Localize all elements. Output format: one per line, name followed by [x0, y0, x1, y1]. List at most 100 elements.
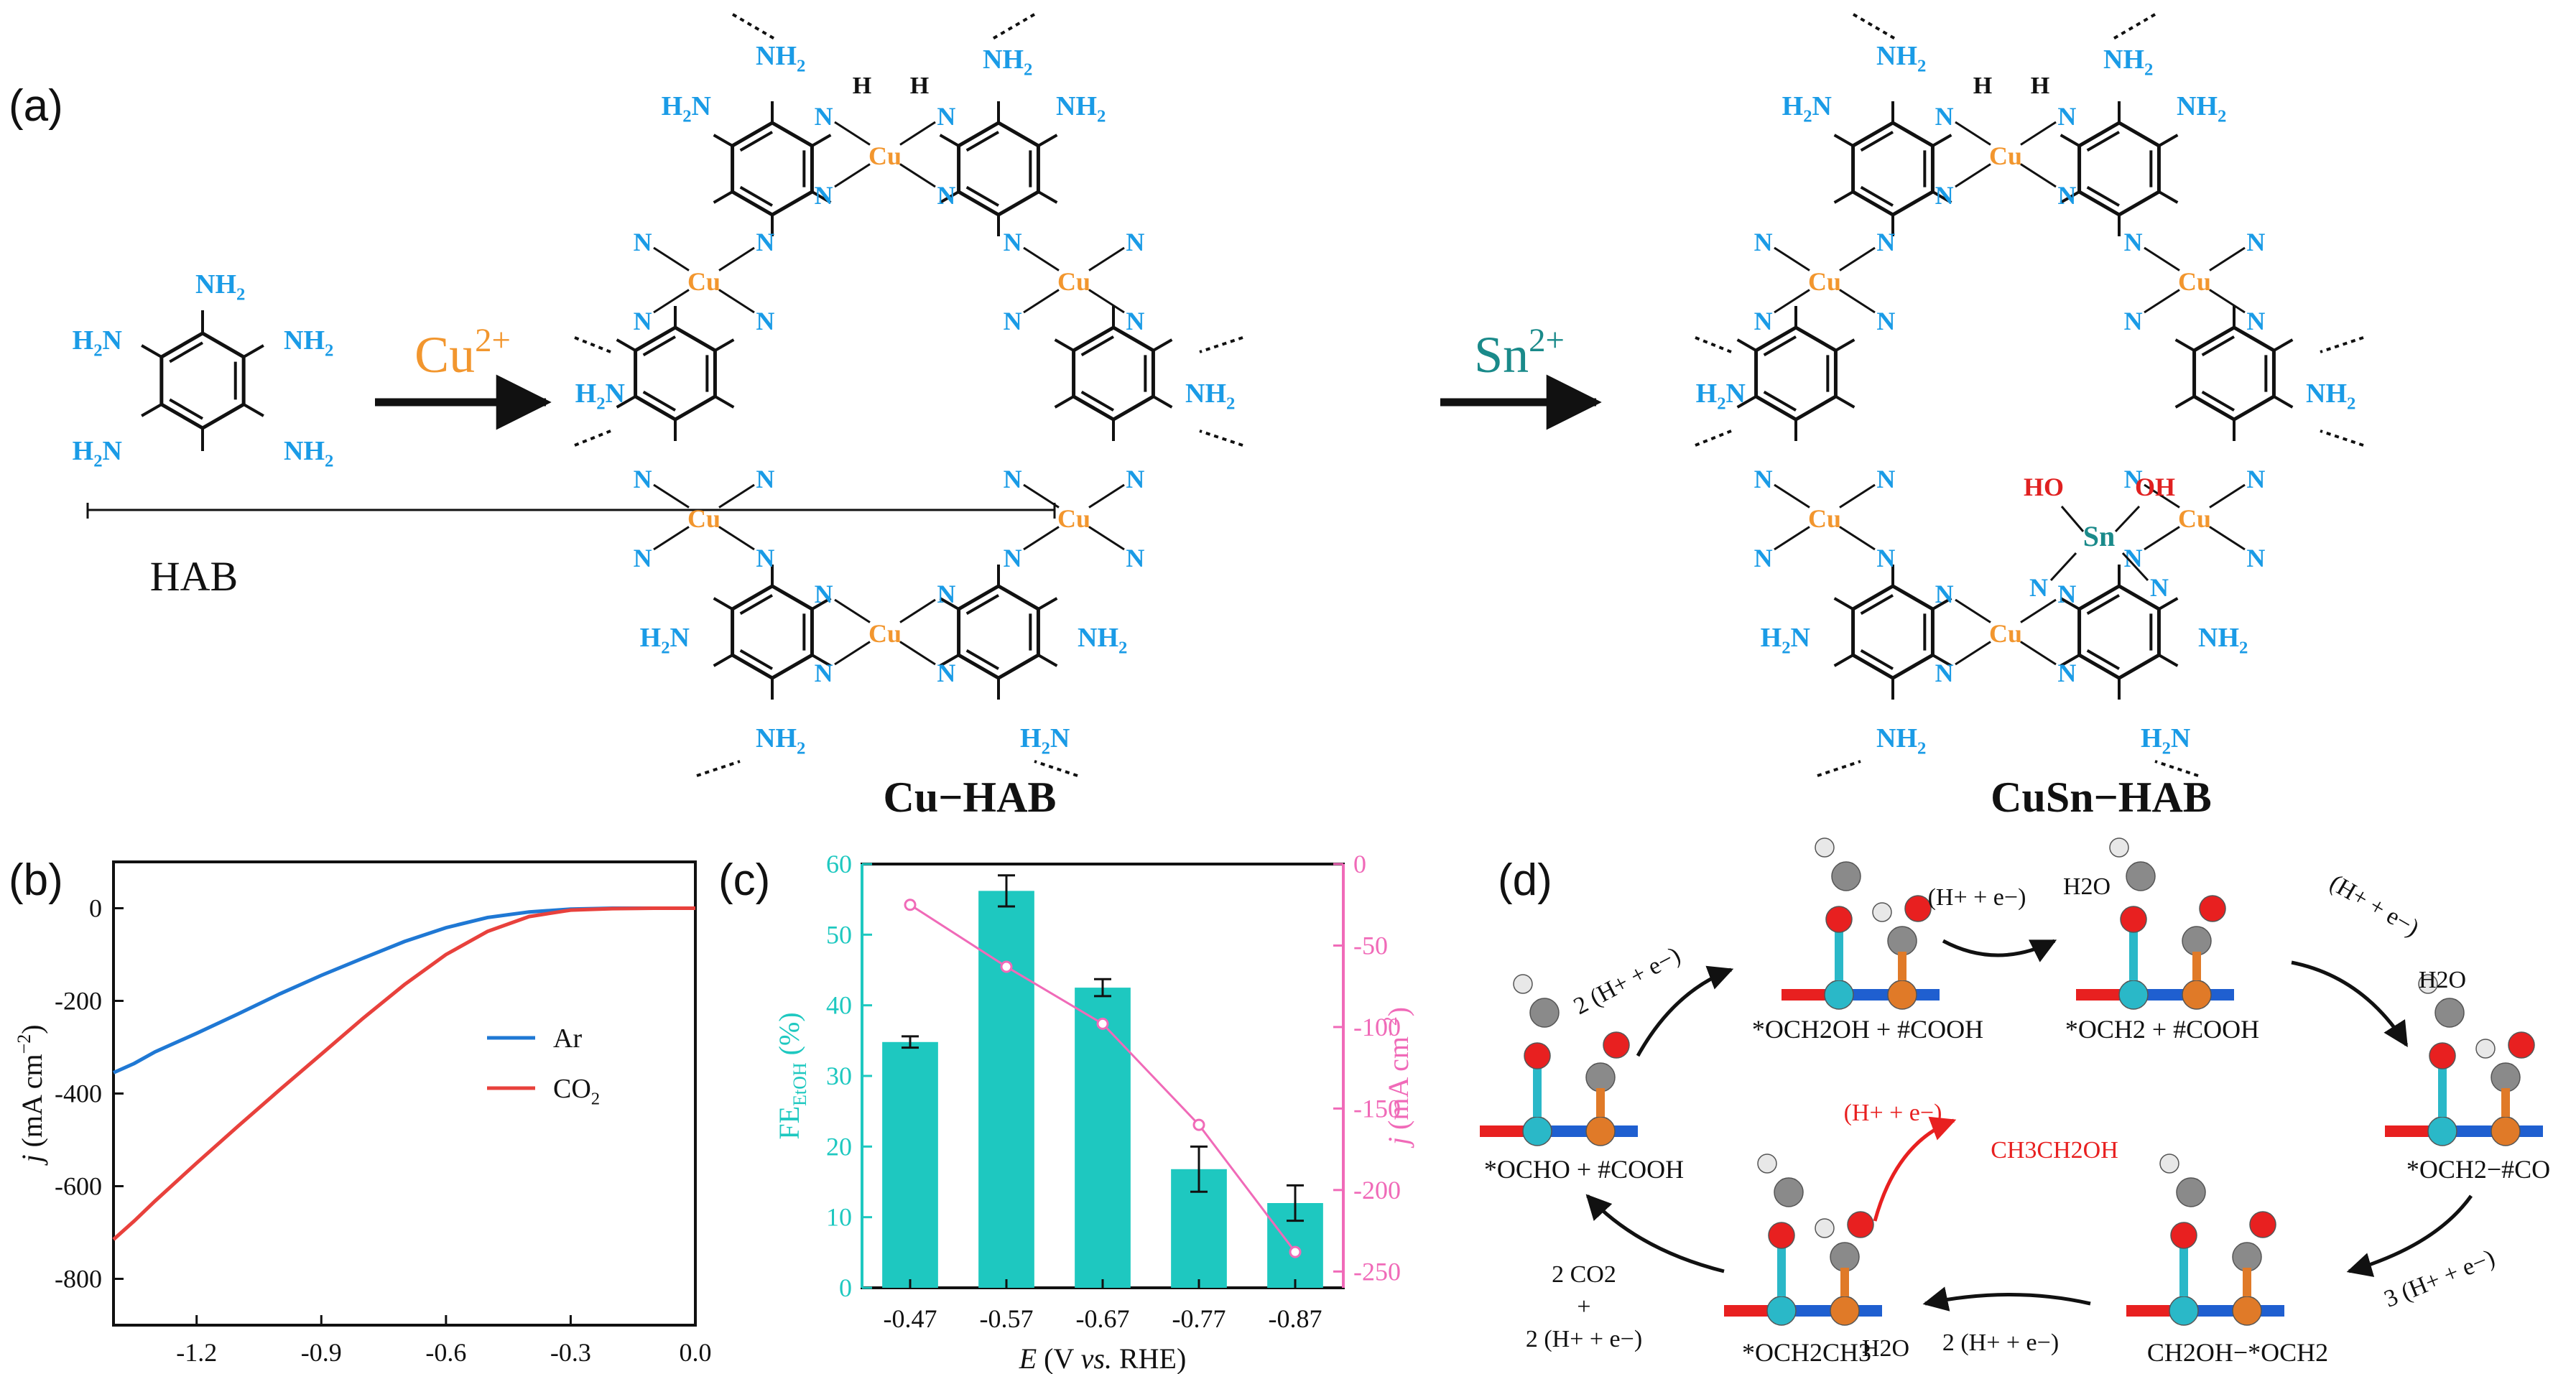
benzene-ring	[2192, 325, 2276, 422]
n-atom: N	[937, 580, 955, 608]
bond	[2060, 506, 2085, 532]
peripheral-nh2: NH2​	[2198, 623, 2248, 658]
bond	[2158, 597, 2179, 611]
c-atom	[2491, 1062, 2521, 1092]
benzene-ring	[957, 121, 1040, 217]
cycle-arrow	[1585, 1194, 1725, 1273]
bond	[2273, 395, 2294, 409]
sn-atom	[1585, 1116, 1616, 1146]
o-atom	[2120, 906, 2147, 933]
bond	[1932, 190, 1952, 204]
x-tick-label: -0.57	[980, 1304, 1034, 1333]
n-atom: N	[2029, 573, 2048, 602]
fe-bar	[1075, 988, 1131, 1288]
bond	[1088, 483, 1125, 509]
bond	[653, 483, 690, 509]
y2-tick-label: -250	[1353, 1257, 1401, 1286]
double-bond	[965, 185, 1000, 207]
sn-node: Sn	[2083, 520, 2116, 552]
n-atom: N	[1935, 580, 1954, 608]
peripheral-nh2: NH2​	[1056, 91, 1106, 126]
x-tick-label: -0.6	[425, 1338, 466, 1367]
hab-nh2-right-top: NH2​	[284, 325, 333, 361]
bond	[1037, 654, 1058, 667]
series-line-ar	[112, 906, 695, 1074]
double-bond	[169, 341, 203, 363]
benzene-ring	[1851, 121, 1935, 217]
reagent-label: 2 (H+ + e−)	[1570, 942, 1685, 1020]
n-atom: N	[2057, 181, 2076, 210]
n-atom: N	[2246, 228, 2265, 256]
cu-node: Cu	[1989, 619, 2022, 648]
benzene-ring	[2077, 584, 2161, 680]
arrow2-ion-label: Sn2+​	[1474, 322, 1565, 384]
double-bond	[739, 594, 774, 616]
y-tick-label: 10	[826, 1203, 852, 1232]
h-label: H	[910, 73, 929, 99]
bond	[2209, 289, 2246, 314]
bond	[718, 246, 755, 271]
h-label: H	[1973, 73, 1992, 99]
n-atom: N	[1004, 228, 1022, 256]
h-atom	[1815, 1218, 1835, 1238]
n-atom: N	[634, 544, 652, 572]
benzene-ring	[1072, 325, 1155, 422]
cu-atom	[2427, 1116, 2457, 1146]
step-label: *OCHO + #COOH	[1484, 1155, 1684, 1184]
n-atom: N	[2124, 465, 2143, 493]
h-atom	[2475, 1039, 2496, 1059]
y2-tick-label: -100	[1353, 1013, 1401, 1041]
bond	[1054, 338, 1075, 352]
cu-node: Cu	[2178, 267, 2211, 296]
bond	[1037, 134, 1058, 147]
cu-atom	[2118, 980, 2149, 1010]
n-atom: N	[937, 659, 955, 687]
reagent-label: 2 (H+ + e−)	[1526, 1326, 1642, 1352]
peripheral-h2n: H2​N	[1696, 379, 1746, 414]
bond	[939, 597, 960, 611]
o-atom	[1524, 1042, 1551, 1069]
fe-bar	[978, 891, 1034, 1288]
double-bond	[965, 131, 1000, 152]
ho-group: HO	[2024, 473, 2064, 501]
dashed-bond	[1199, 430, 1243, 447]
o-atom	[1904, 895, 1932, 922]
ethanol-release-arrow	[1873, 1116, 1957, 1222]
bond	[1774, 526, 1810, 551]
double-bond	[965, 594, 1000, 616]
panel-a-synthesis-scheme: NH2​H2​NNH2​H2​NNH2​HABCu2+​Sn2+​CuNNNNC…	[73, 13, 2364, 821]
bond	[2144, 289, 2180, 314]
dashed-bond	[2320, 430, 2364, 447]
product-label: CH3CH2OH	[1991, 1137, 2118, 1164]
bond	[811, 654, 832, 667]
n-atom: N	[1754, 544, 1773, 572]
n-atom: N	[1876, 544, 1895, 572]
x-tick-label: -0.87	[1269, 1304, 1322, 1333]
bond	[2158, 654, 2179, 667]
double-bond	[2086, 185, 2120, 207]
double-bond	[965, 649, 1000, 670]
n-atom: N	[756, 307, 774, 335]
bond	[141, 344, 162, 358]
double-bond	[1860, 185, 1894, 207]
benzene-ring	[634, 325, 717, 422]
bond	[1932, 654, 1952, 667]
dashed-bond	[574, 336, 611, 353]
current-point	[1192, 1118, 1205, 1131]
n-atom: N	[1126, 228, 1144, 256]
bond	[834, 598, 871, 623]
sn-atom	[2491, 1116, 2521, 1146]
peripheral-h2n: H2​N	[1782, 91, 1832, 126]
h-label: H	[2031, 73, 2049, 99]
y-tick-label: 20	[826, 1132, 852, 1161]
c-atom	[2434, 998, 2465, 1028]
n-atom: N	[1004, 544, 1022, 572]
hab-h2n-left-bottom: H2​N	[73, 436, 122, 471]
bond	[713, 190, 733, 204]
panel-d-reaction-cycle: *OCH2OH + #COOH*OCH2 + #COOH*OCH2−#CO*OC…	[1480, 837, 2550, 1367]
benzene-ring	[159, 331, 246, 430]
n-atom: N	[2057, 102, 2076, 131]
o-atom	[1768, 1222, 1795, 1249]
